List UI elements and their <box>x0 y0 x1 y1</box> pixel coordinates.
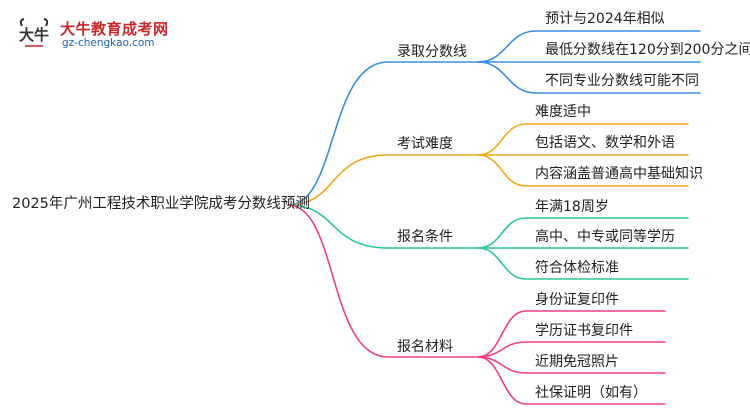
leaf-requirements-1: 高中、中专或同等学历 <box>535 229 675 245</box>
leaf-materials-0: 身份证复印件 <box>535 292 619 308</box>
connector-requirements-leaf-2 <box>477 247 689 280</box>
leaf-score-1: 最低分数线在120分到200分之间 <box>545 42 750 58</box>
root-node: 2025年广州工程技术职业学院成考分数线预测 <box>12 196 310 212</box>
leaf-score-0: 预计与2024年相似 <box>545 11 665 27</box>
connector-materials-leaf-1 <box>477 341 666 358</box>
leaf-difficulty-2: 内容涵盖普通高中基础知识 <box>535 166 703 182</box>
bull-logo-icon: 大牛 <box>19 18 49 47</box>
connector-difficulty-leaf-0 <box>477 123 689 156</box>
leaf-difficulty-1: 包括语文、数学和外语 <box>535 135 675 151</box>
connector-requirements-leaf-0 <box>477 217 689 249</box>
leaf-materials-3: 社保证明（如有） <box>535 385 647 401</box>
site-logo[interactable]: 大牛 大牛教育成考网 gz-chengkao.com <box>8 12 208 54</box>
leaf-difficulty-0: 难度适中 <box>535 104 591 120</box>
logo-name: 大牛教育成考网 <box>60 20 169 38</box>
connector-root-requirements <box>287 204 479 249</box>
connector-root-materials <box>287 204 479 358</box>
logo-url: gz-chengkao.com <box>62 37 155 49</box>
branch-label-requirements: 报名条件 <box>397 229 453 245</box>
connector-root-score-line <box>287 61 479 206</box>
leaf-requirements-0: 年满18周岁 <box>535 199 609 215</box>
connector-difficulty-leaf-2 <box>477 154 689 187</box>
leaf-requirements-2: 符合体检标准 <box>535 260 619 276</box>
branch-label-difficulty: 考试难度 <box>397 136 453 152</box>
logo-mark-text: 大牛 <box>19 26 49 44</box>
connector-materials-leaf-3 <box>477 356 666 405</box>
branch-label-score-line: 录取分数线 <box>397 44 467 60</box>
leaf-score-2: 不同专业分数线可能不同 <box>545 73 699 89</box>
leaf-materials-1: 学历证书复印件 <box>535 323 633 339</box>
connector-score-line-leaf-2 <box>477 61 701 94</box>
leaf-materials-2: 近期免冠照片 <box>535 354 619 370</box>
connector-score-line-leaf-0 <box>477 30 701 63</box>
branch-label-materials: 报名材料 <box>397 339 453 355</box>
connector-root-difficulty <box>287 154 479 206</box>
connector-materials-leaf-0 <box>477 310 666 358</box>
